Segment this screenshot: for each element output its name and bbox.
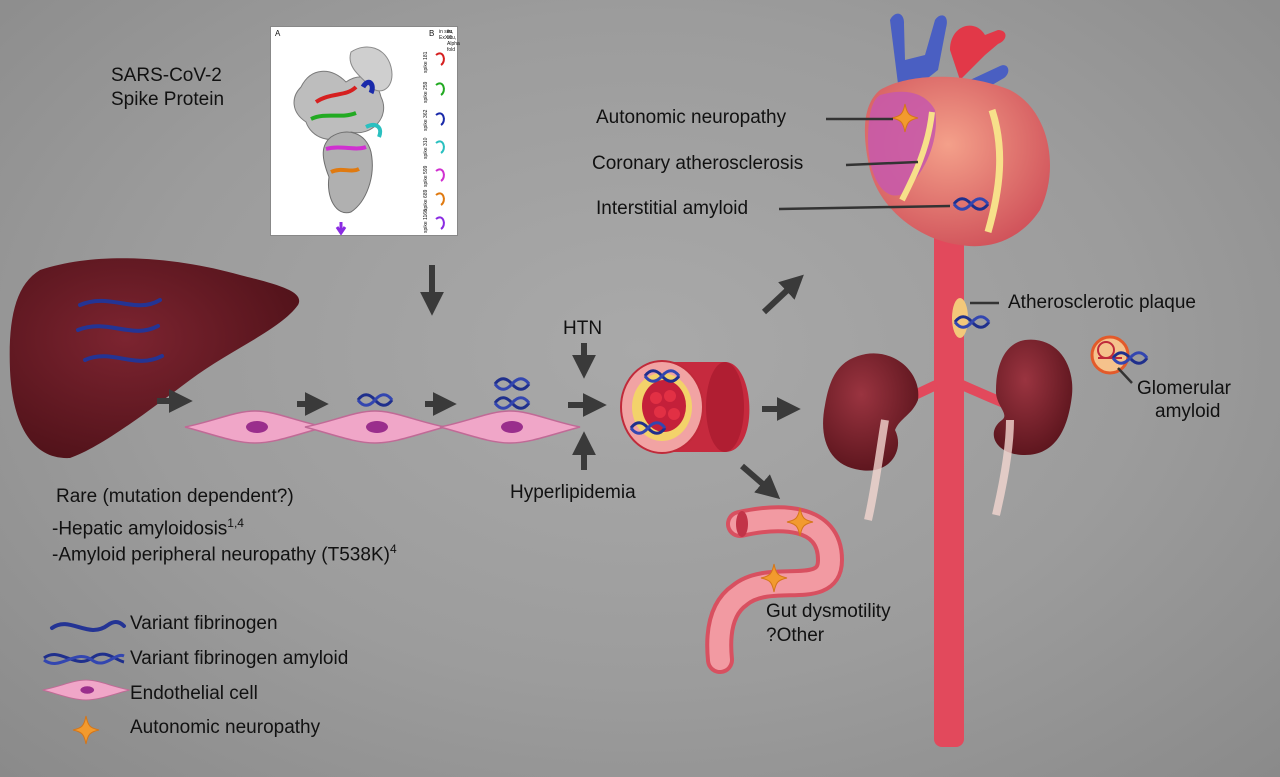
column-in-situ: in situ, ExXX xyxy=(439,29,454,41)
hepatic-amyloidosis: -Hepatic amyloidosis1,4 xyxy=(52,516,244,540)
neuropathy-star-icon xyxy=(72,715,100,745)
column-ex-situ: ex situ, Alpha fold xyxy=(447,29,460,53)
fibrinogen-strand-icon xyxy=(50,620,126,632)
gut-dysmotility-label: Gut dysmotility xyxy=(766,601,891,622)
heart-leader-lines xyxy=(778,117,999,305)
kidney-right xyxy=(992,339,1073,516)
kidney-left xyxy=(823,353,919,521)
autonomic-neuropathy-label: Autonomic neuropathy xyxy=(596,107,787,128)
gut xyxy=(705,505,845,674)
artery-cross-section xyxy=(620,360,750,454)
heart xyxy=(864,13,1050,247)
hyperlipidemia-label: Hyperlipidemia xyxy=(510,482,636,503)
legend-endothelial-cell: Endothelial cell xyxy=(130,683,258,704)
neuropathy-ref: 4 xyxy=(389,542,397,556)
legend-icons xyxy=(42,620,130,745)
other-label: ?Other xyxy=(766,625,825,646)
spike-title-line1: SARS-CoV-2 xyxy=(111,65,222,86)
liver xyxy=(9,258,300,459)
spike-structure-render xyxy=(293,46,445,235)
htn-label: HTN xyxy=(563,318,603,339)
endothelial-cell-2 xyxy=(304,410,446,444)
amyloid-marker-cell2 xyxy=(356,393,394,407)
peripheral-neuropathy: -Amyloid peripheral neuropathy (T538K)4 xyxy=(52,542,397,566)
rare-heading: Rare (mutation dependent?) xyxy=(56,486,294,507)
panel-b-label: B xyxy=(429,29,435,38)
glomerular-label-line2: amyloid xyxy=(1155,401,1221,422)
aorta xyxy=(888,222,1014,747)
panel-a-label: A xyxy=(275,29,281,38)
legend-autonomic-neuropathy: Autonomic neuropathy xyxy=(130,717,321,738)
glomerular-label-line1: Glomerular xyxy=(1137,378,1231,399)
spike-protein-figure: A B in situ, ExXX ex situ, Alpha fold sp… xyxy=(270,26,460,236)
glomerulus xyxy=(1090,335,1149,384)
atherosclerotic-plaque-label: Atherosclerotic plaque xyxy=(1008,292,1196,313)
endothelial-cell-1 xyxy=(184,410,326,444)
legend-variant-fibrinogen: Variant fibrinogen xyxy=(130,613,278,634)
amyloid-marker-cell3a xyxy=(493,377,531,391)
legend-variant-fibrinogen-amyloid: Variant fibrinogen amyloid xyxy=(130,648,349,669)
endothelial-cell-icon xyxy=(42,679,130,701)
coronary-atherosclerosis-label: Coronary atherosclerosis xyxy=(592,153,804,174)
endothelial-cell-3 xyxy=(439,410,581,444)
interstitial-amyloid-label: Interstitial amyloid xyxy=(596,198,749,219)
flow-arrows xyxy=(157,265,804,500)
amyloid-marker-cell3b xyxy=(493,396,531,410)
spike-title-line2: Spike Protein xyxy=(111,89,225,110)
fibrinogen-amyloid-icon xyxy=(43,652,125,665)
hepatic-ref: 1,4 xyxy=(227,516,244,530)
